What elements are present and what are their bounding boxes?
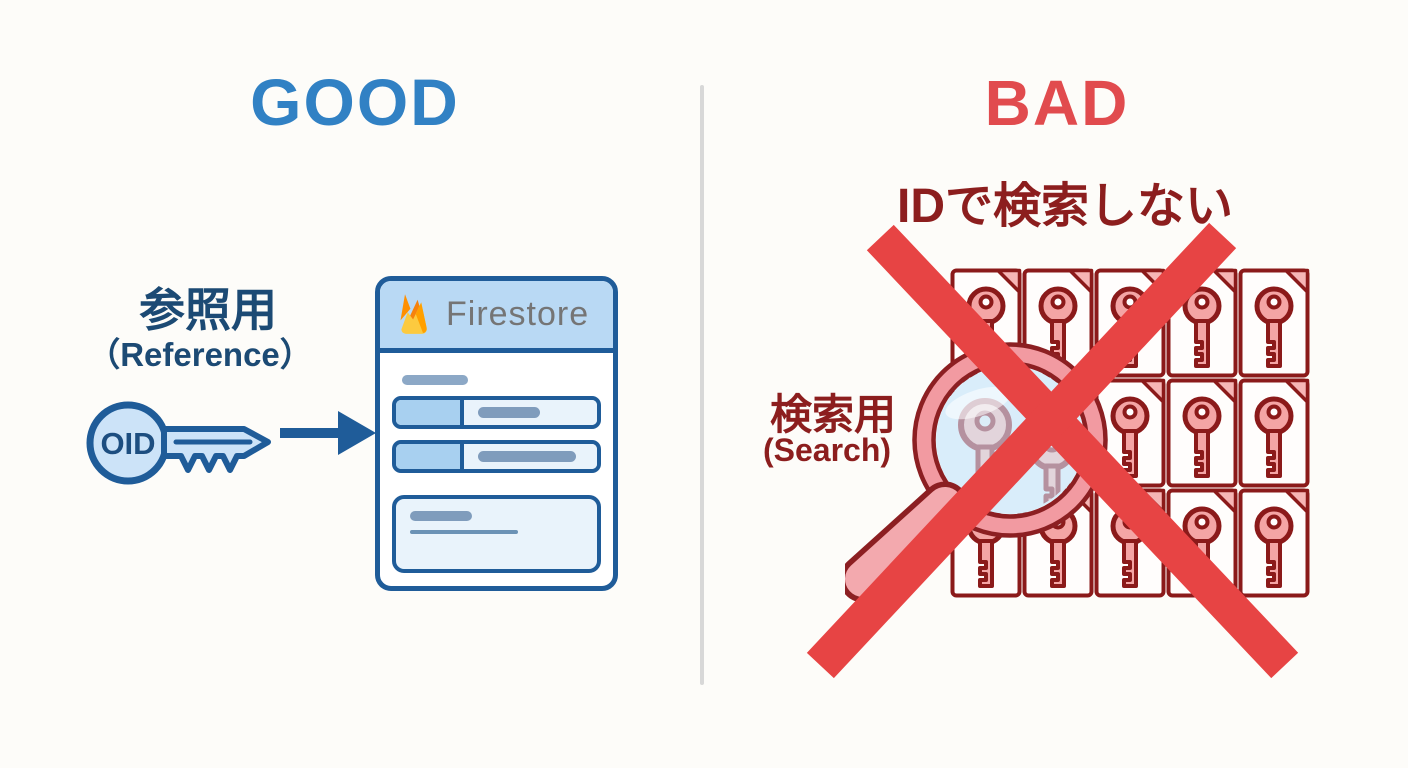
document-preview-box [392,495,601,573]
firebase-flame-icon [400,293,427,334]
firestore-card: Firestore [375,276,618,591]
search-label-en: (Search) [762,432,892,468]
key-icon: OID [86,401,271,485]
firestore-card-body [380,353,613,573]
reference-label-jp: 参照用 [139,284,277,336]
value-placeholder [478,451,576,462]
document-icon [1238,378,1310,488]
key-icon [1110,396,1150,478]
firestore-card-header: Firestore [380,281,613,353]
value-placeholder [478,407,540,418]
key-icon [1254,506,1294,588]
key-label: OID [100,426,155,461]
bad-title: BAD [984,67,1130,139]
key-icon [1182,396,1222,478]
field-key-cell [396,400,464,425]
field-key-cell [396,444,464,469]
key-icon [1038,286,1078,368]
field-value-cell [464,400,597,425]
document-icon [1238,268,1310,378]
text-placeholder [410,511,472,521]
field-name-placeholder [402,375,468,385]
key-icon [1182,286,1222,368]
field-row [392,396,601,429]
arrow-right-icon [280,411,376,455]
text-placeholder-line [410,530,518,534]
panel-divider [700,85,704,685]
field-row [392,440,601,473]
good-title: GOOD [250,65,460,139]
firestore-title: Firestore [446,295,590,333]
document-icon [1238,488,1310,598]
bad-subtitle: IDで検索しない [896,180,1234,233]
search-label-jp: 検索用 [769,391,897,438]
key-icon [1254,396,1294,478]
key-icon [1254,286,1294,368]
reference-label-en: （Reference） [87,336,313,373]
document-icon [1166,378,1238,488]
field-value-cell [464,444,597,469]
